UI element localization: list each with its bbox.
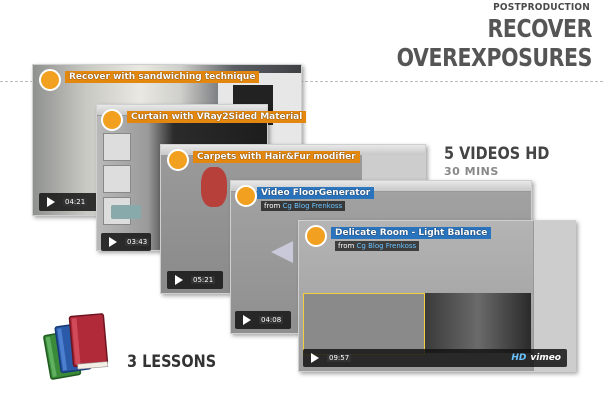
player-controls[interactable]: 04:08 [235, 311, 291, 329]
play-icon[interactable] [109, 237, 117, 247]
video-thumbnail-5[interactable]: Delicate Room - Light Balance from Cg Bl… [298, 220, 576, 372]
page-title: RECOVER OVEREXPOSURES [396, 14, 593, 72]
command-panel [533, 221, 576, 371]
render-preview [425, 293, 531, 353]
video-duration: 05:21 [191, 276, 216, 284]
vimeo-logo: vimeo [530, 353, 561, 363]
premium-badge-icon [101, 109, 123, 131]
books-icon [43, 313, 109, 380]
lesson-count: 3 LESSONS [127, 352, 217, 372]
hd-badge: HD [511, 353, 527, 363]
premium-badge-icon [167, 149, 189, 171]
video-title: Recover with sandwiching technique [65, 71, 260, 83]
video-duration: 04:08 [259, 316, 284, 324]
player-controls[interactable]: 09:57 HD vimeo [303, 349, 567, 367]
video-title: Curtain with VRay2Sided Material [127, 111, 307, 123]
premium-badge-icon [305, 225, 327, 247]
chair-model [201, 167, 227, 207]
from-label: from [264, 202, 281, 210]
section-subtitle: POSTPRODUCTION [493, 2, 590, 13]
viewport-top [303, 293, 425, 355]
app-toolbar [231, 181, 531, 192]
play-icon[interactable] [311, 353, 319, 363]
author-link[interactable]: Cg Blog Frenkoss [282, 202, 343, 210]
premium-badge-icon [235, 185, 257, 207]
total-duration: 30 MINS [444, 165, 499, 178]
video-count: 5 VIDEOS HD [444, 144, 550, 164]
play-icon[interactable] [175, 275, 183, 285]
video-title: Carpets with Hair&Fur modifier [193, 151, 360, 163]
premium-badge-icon [39, 69, 61, 91]
video-duration: 03:43 [125, 238, 150, 246]
camera-gizmo [271, 241, 293, 263]
vray-logo [111, 205, 141, 219]
video-duration: 09:57 [327, 354, 352, 362]
material-slot [103, 165, 131, 193]
video-title: Delicate Room - Light Balance [331, 227, 492, 239]
play-icon[interactable] [47, 197, 55, 207]
author-line: from Cg Blog Frenkoss [261, 201, 346, 211]
play-icon[interactable] [243, 315, 251, 325]
material-slot [103, 133, 131, 161]
author-link[interactable]: Cg Blog Frenkoss [356, 242, 417, 250]
from-label: from [338, 242, 355, 250]
author-line: from Cg Blog Frenkoss [335, 241, 420, 251]
video-title: Video FloorGenerator [257, 187, 375, 199]
video-duration: 04:21 [63, 198, 88, 206]
player-controls[interactable]: 05:21 [167, 271, 223, 289]
player-controls[interactable]: 03:43 [101, 233, 151, 251]
